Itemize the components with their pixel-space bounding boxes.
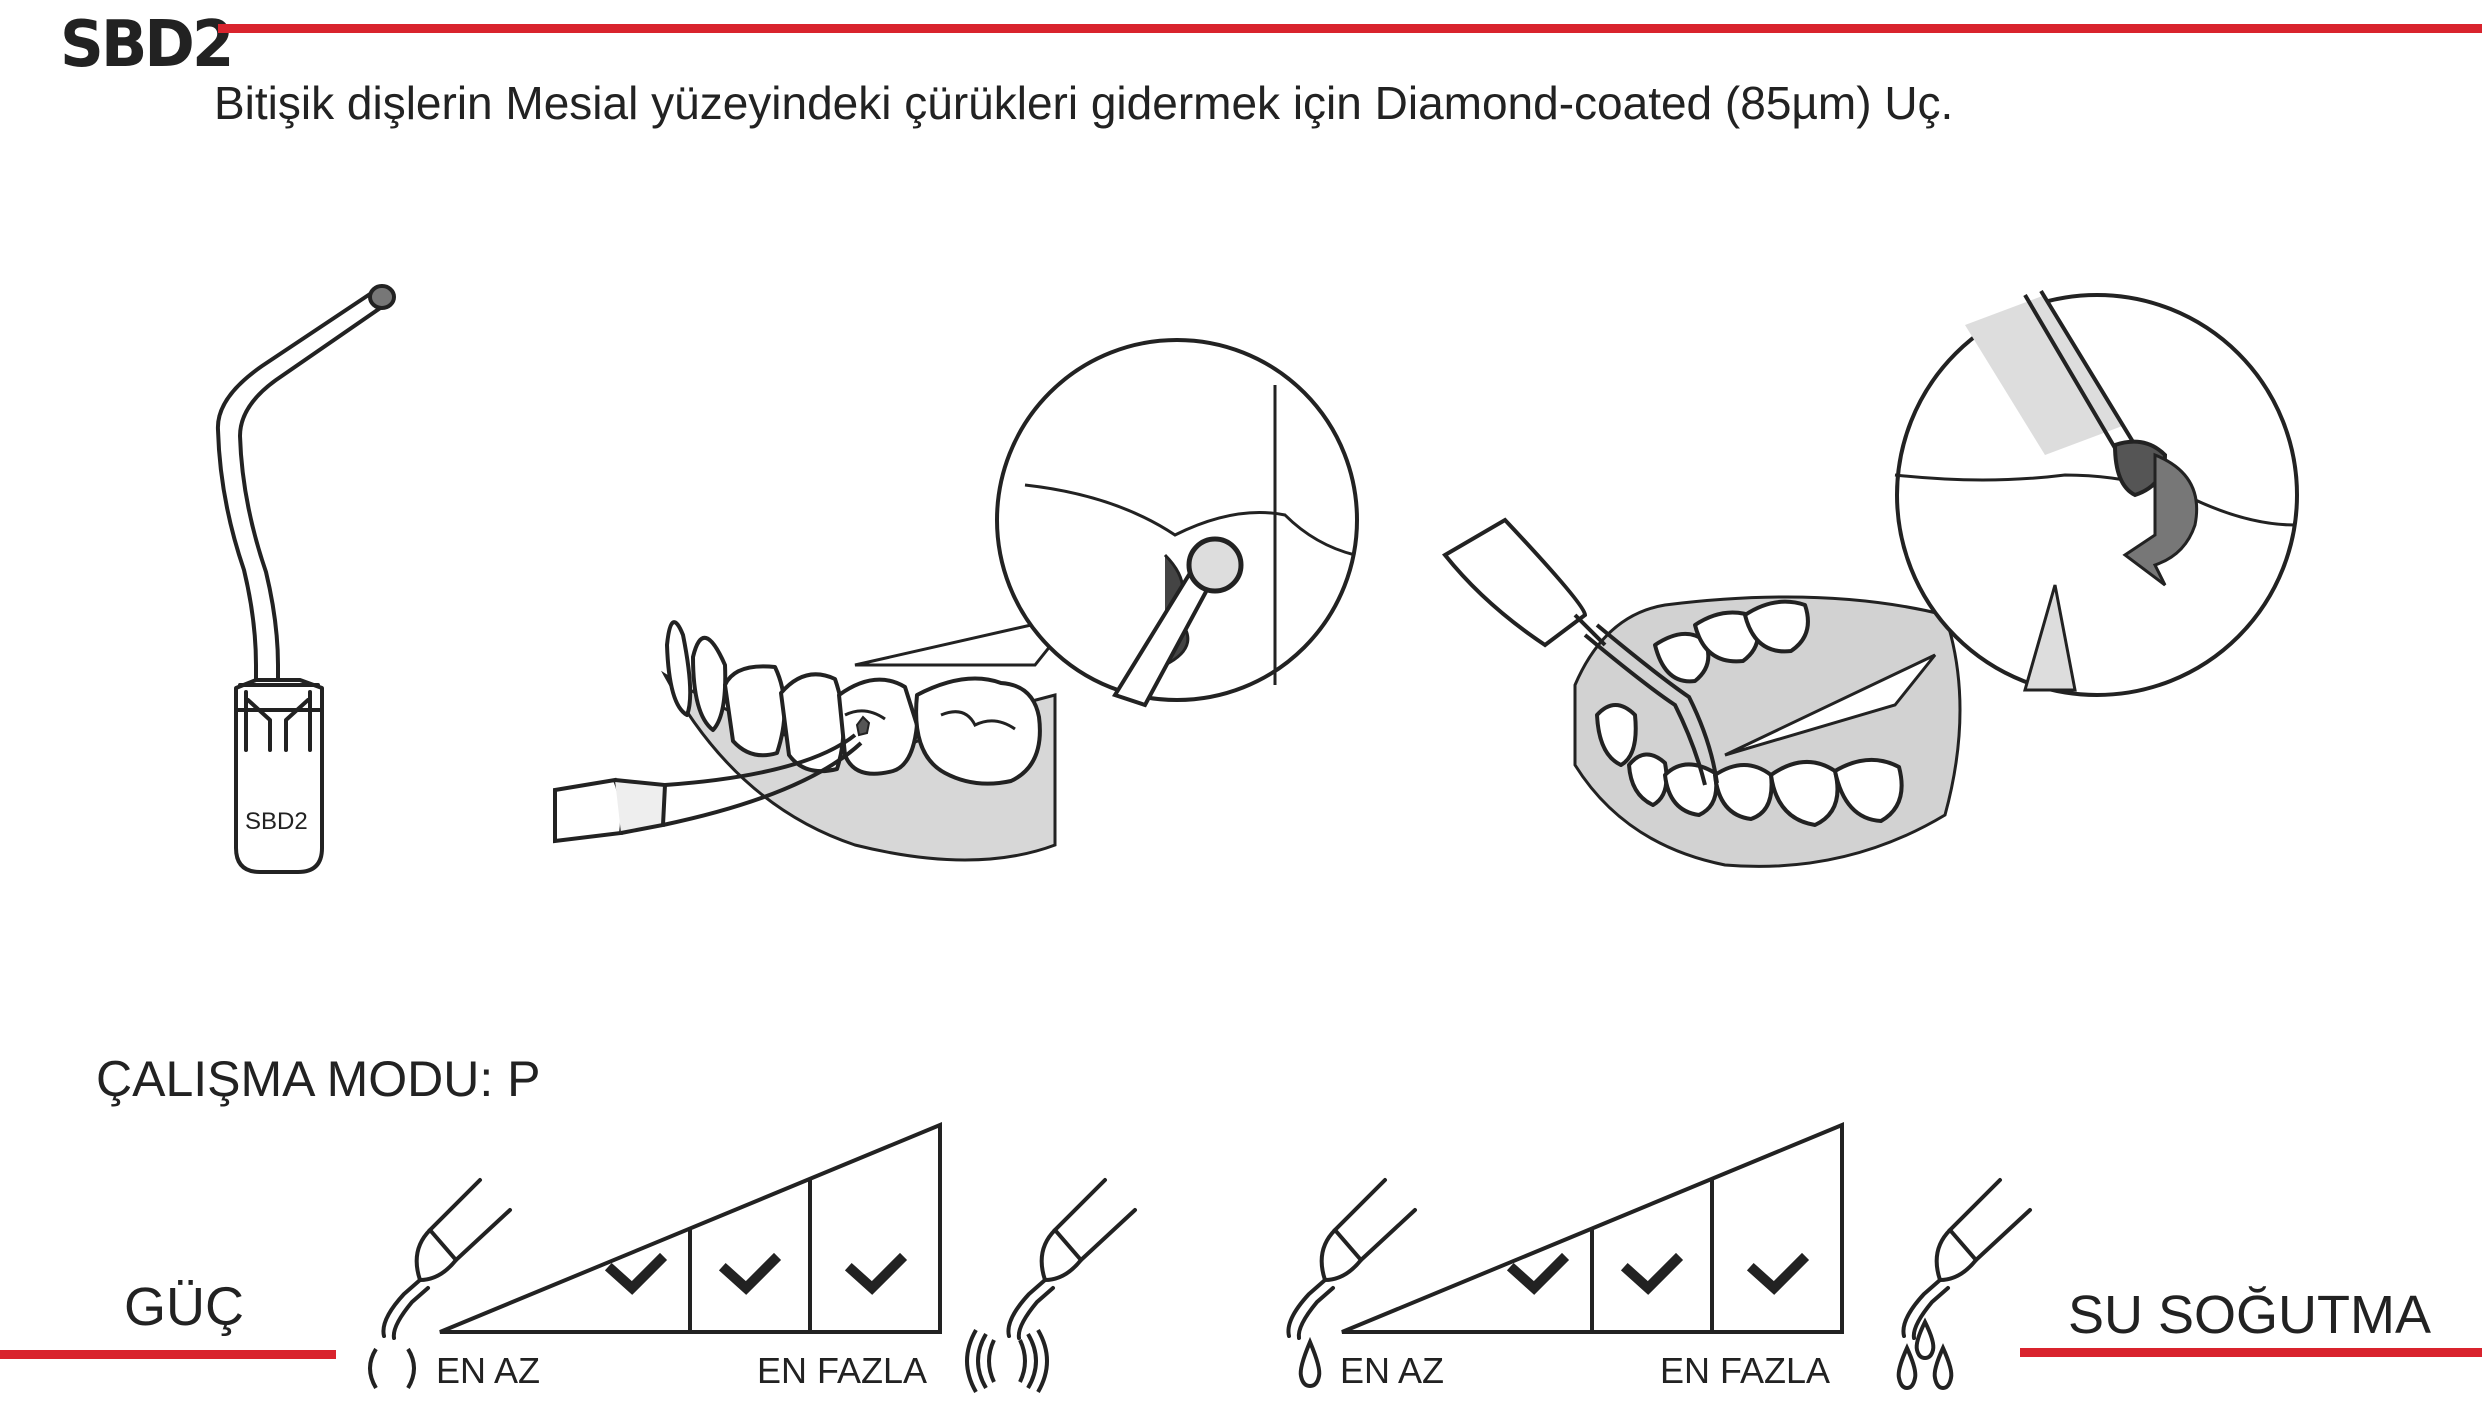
caries-spot [855,715,871,737]
diamond-tip-ball-icon [368,284,396,310]
power-handpiece-min-icon [381,1178,512,1340]
power-min-label: EN AZ [436,1350,541,1391]
tip-description: Bitişik dişlerin Mesial yüzeyindeki çürü… [214,77,1954,129]
power-label: GÜÇ [124,1277,244,1337]
power-check-icons [604,1252,908,1295]
tip-code-title: SBD2 [60,8,234,82]
power-handpiece-max-icon [1006,1178,1137,1340]
check-icon [1506,1252,1570,1295]
water-max-label: EN FAZLA [1660,1350,1831,1391]
water-min-label: EN AZ [1340,1350,1445,1391]
water-scale [1341,1122,1844,1334]
water-handpiece-min-icon [1286,1178,1417,1340]
ultrasonic-tip-illustration [215,284,396,874]
check-icon [718,1252,782,1295]
strong-vibration-icon [965,1328,1049,1394]
power-max-label: EN FAZLA [757,1350,928,1391]
dental-scene-handpiece-illustration [1441,289,2299,868]
check-icon [1620,1252,1684,1295]
water-check-icons [1506,1252,1810,1295]
magnifier-circle-2 [1895,293,2299,697]
power-rule [0,1350,336,1359]
single-drop-icon [1298,1336,1322,1389]
check-icon [604,1252,668,1295]
tip-engraving: SBD2 [245,808,308,835]
water-handpiece-max-icon [1901,1178,2032,1340]
header-rule [218,24,2482,33]
triple-drop-icon [1896,1317,1954,1391]
magnifier-circle [995,338,1359,702]
rotation-arrow-icon [2122,452,2199,587]
operating-mode: ÇALIŞMA MODU: P [96,1051,541,1107]
water-rule [2020,1348,2482,1357]
check-icon [1746,1252,1810,1295]
dental-scene-mesial-illustration [553,338,1359,862]
power-scale [439,1122,942,1334]
weak-vibration-icon [368,1347,416,1390]
water-cooling-label: SU SOĞUTMA [2068,1285,2432,1345]
check-icon [844,1252,908,1295]
